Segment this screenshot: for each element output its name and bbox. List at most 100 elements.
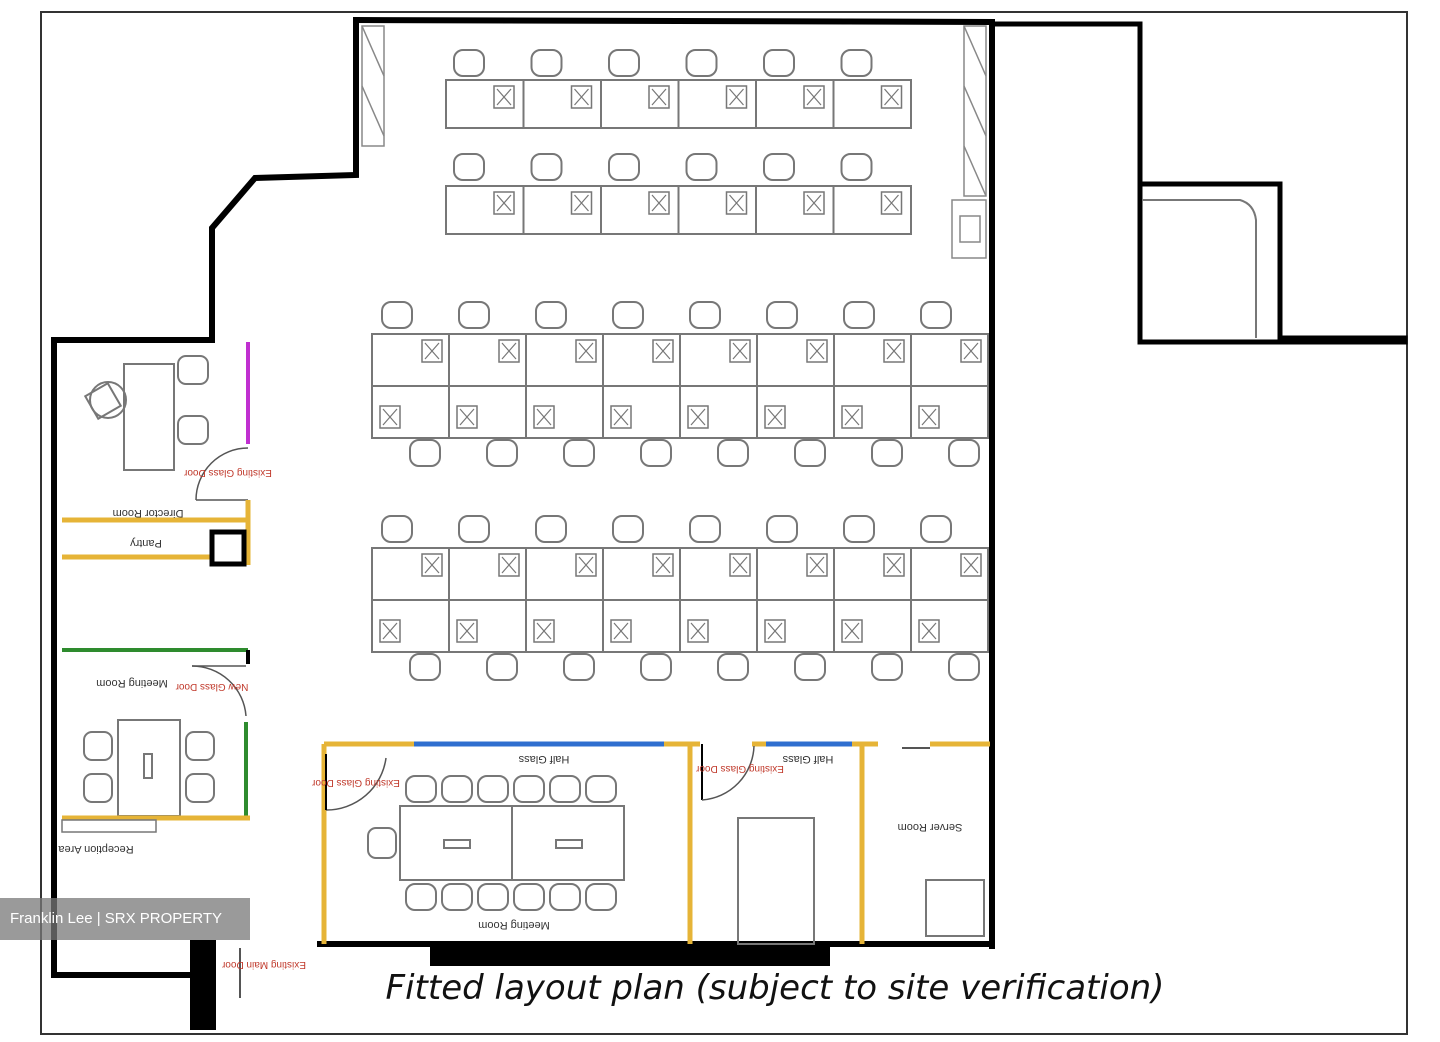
pc-unit-mark xyxy=(809,556,825,574)
desk xyxy=(756,385,835,439)
workstations xyxy=(371,49,989,681)
pc-unit-mark xyxy=(655,556,671,574)
pc-unit xyxy=(960,553,982,577)
desk xyxy=(833,333,912,387)
desk xyxy=(679,333,758,387)
desk xyxy=(602,385,681,439)
chair xyxy=(689,301,721,329)
pc-unit-mark xyxy=(806,88,822,106)
plan-caption: Fitted layout plan (subject to site veri… xyxy=(0,968,1440,1008)
pc-unit xyxy=(493,85,515,109)
pc-unit xyxy=(570,85,593,109)
desk xyxy=(677,79,757,129)
chair xyxy=(549,883,581,911)
chair xyxy=(477,775,509,803)
desk xyxy=(602,599,681,653)
chair xyxy=(453,153,485,181)
pc-unit-mark xyxy=(732,342,748,360)
pc-unit-mark xyxy=(655,342,671,360)
chair xyxy=(612,515,644,543)
desk xyxy=(525,599,604,653)
chair xyxy=(640,653,672,681)
label-existing-glass-door-2: Existing Glass Door xyxy=(311,777,399,788)
desk xyxy=(525,333,604,387)
chair xyxy=(549,775,581,803)
desk xyxy=(600,79,680,129)
pc-unit xyxy=(960,339,982,363)
pc-unit-mark xyxy=(884,194,899,212)
pc-unit-mark xyxy=(767,622,783,640)
chair xyxy=(453,49,485,77)
desk xyxy=(602,333,681,387)
pc-unit-mark xyxy=(536,622,552,640)
chair xyxy=(381,301,413,329)
chair xyxy=(513,775,545,803)
label-director-room: Director Room xyxy=(113,507,184,519)
label-half-glass-2: Half Glass xyxy=(782,753,833,765)
pc-unit-mark xyxy=(732,556,748,574)
pc-unit-mark xyxy=(459,408,475,426)
chair xyxy=(948,653,980,681)
pc-unit xyxy=(883,339,905,363)
pc-unit xyxy=(841,619,863,643)
pc-unit xyxy=(880,191,903,215)
pc-unit-mark xyxy=(536,408,552,426)
entrance-wall-stub xyxy=(430,944,830,966)
pc-unit-mark xyxy=(690,408,706,426)
chair xyxy=(871,439,903,467)
pc-unit-mark xyxy=(651,194,667,212)
desk xyxy=(522,79,602,129)
chair xyxy=(563,439,595,467)
chair xyxy=(441,883,473,911)
desk xyxy=(832,185,912,235)
pc-unit xyxy=(456,619,478,643)
meeting-chairs xyxy=(405,775,617,911)
pc-unit xyxy=(764,619,786,643)
pc-unit xyxy=(841,405,863,429)
desk xyxy=(522,185,602,235)
chair xyxy=(766,301,798,329)
label-existing-main-door: Existing Main Door xyxy=(221,959,306,970)
watermark: Franklin Lee | SRX PROPERTY xyxy=(0,898,250,940)
pc-unit xyxy=(806,553,828,577)
pc-unit xyxy=(880,85,903,109)
pc-unit-mark xyxy=(459,622,475,640)
chair xyxy=(486,653,518,681)
room-labels: Director Room Pantry Meeting Room Recept… xyxy=(58,467,963,970)
plan-caption-text: Fitted layout plan (subject to site veri… xyxy=(385,968,1165,1008)
chair xyxy=(530,153,563,181)
pc-unit xyxy=(883,553,905,577)
desk xyxy=(833,385,912,439)
pc-unit-mark xyxy=(886,556,902,574)
pc-unit xyxy=(379,619,401,643)
desk xyxy=(448,385,527,439)
pc-unit-mark xyxy=(382,408,398,426)
shaft-outline xyxy=(1142,199,1257,338)
desk xyxy=(679,547,758,601)
chair xyxy=(409,439,441,467)
pc-unit-mark xyxy=(424,556,440,574)
desk xyxy=(910,599,989,653)
desk xyxy=(371,385,450,439)
pc-unit xyxy=(379,405,401,429)
chair xyxy=(513,883,545,911)
desk xyxy=(371,599,450,653)
desk xyxy=(679,385,758,439)
chair xyxy=(763,153,795,181)
desk xyxy=(755,185,835,235)
chair xyxy=(920,301,952,329)
chair xyxy=(535,515,567,543)
chair xyxy=(689,515,721,543)
label-reception-area: Reception Area xyxy=(58,843,134,855)
chair xyxy=(794,653,826,681)
pc-unit-mark xyxy=(963,342,979,360)
chair xyxy=(405,775,437,803)
pc-unit xyxy=(610,405,632,429)
chair xyxy=(843,515,875,543)
pc-unit xyxy=(652,553,674,577)
chair xyxy=(441,775,473,803)
pc-unit-mark xyxy=(729,88,744,106)
chair xyxy=(717,653,749,681)
pc-unit-mark xyxy=(884,88,899,106)
